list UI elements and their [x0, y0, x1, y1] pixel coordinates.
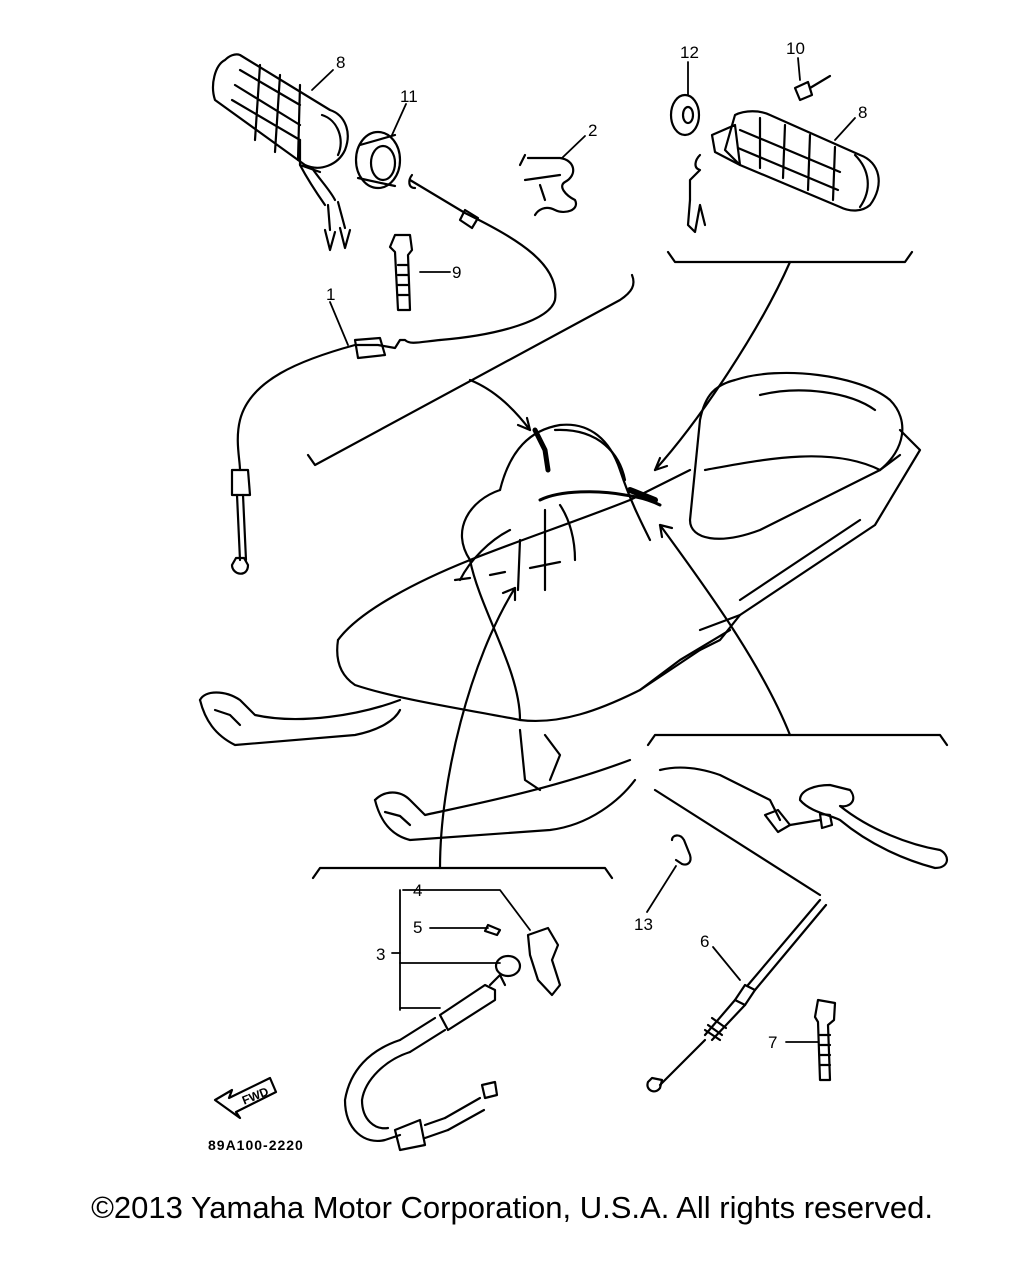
callout-8-right: 8 [858, 103, 867, 122]
part-1-throttle-cable [230, 173, 557, 575]
part-7-cable-tie [813, 998, 837, 1082]
fwd-arrow-label: FWD [240, 1084, 271, 1107]
part-8-right-grip [686, 110, 880, 234]
part-10-screw [793, 74, 832, 102]
snowmobile-illustration [198, 371, 922, 842]
callout-13: 13 [634, 915, 653, 934]
part-8-left-grip [211, 53, 352, 252]
callout-1: 1 [326, 285, 335, 304]
callout-6: 6 [700, 932, 709, 951]
group-brackets [306, 250, 949, 880]
callout-10: 10 [786, 39, 805, 58]
leader-arrows [438, 260, 792, 870]
diagram-code: 89A100-2220 [208, 1137, 304, 1153]
part-11-collar [354, 130, 402, 190]
copyright-notice: ©2013 Yamaha Motor Corporation, U.S.A. A… [91, 1190, 933, 1225]
part-12-washer [669, 93, 701, 137]
part-9-cable-tie [388, 233, 414, 312]
callout-leaders [311, 57, 856, 1043]
callout-9: 9 [452, 263, 461, 282]
part-13-clamp [670, 834, 692, 866]
callout-4: 4 [413, 881, 422, 900]
callout-8-left: 8 [336, 53, 345, 72]
part-6-brake-cable [646, 766, 834, 1093]
fwd-arrow-icon: FWD [213, 1076, 278, 1120]
callout-7: 7 [768, 1033, 777, 1052]
callout-numbers: 8 11 2 9 1 12 10 8 4 5 3 13 6 7 89A100-2… [208, 39, 867, 1153]
part-2-clip [518, 153, 578, 217]
brake-lever [798, 783, 948, 870]
part-3-throttle-lever-assembly [343, 923, 562, 1152]
callout-11: 11 [400, 87, 418, 106]
callout-3: 3 [376, 945, 385, 964]
callout-12: 12 [680, 43, 699, 62]
callout-5: 5 [413, 918, 422, 937]
callout-2: 2 [588, 121, 597, 140]
